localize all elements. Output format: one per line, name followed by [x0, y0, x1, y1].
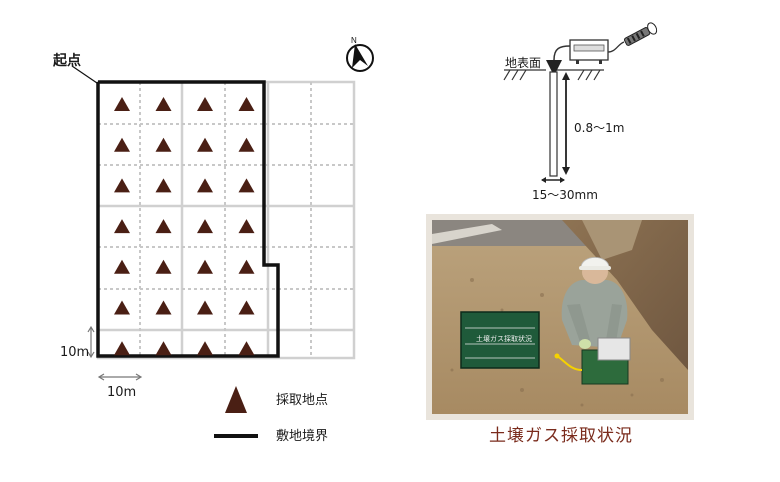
probe-diagram: [503, 22, 658, 183]
sample-point-triangle: [238, 341, 255, 356]
surface-label: 地表面: [505, 56, 542, 70]
photo-sign-text: 土壌ガス採取状況: [476, 334, 532, 343]
sample-point-triangle: [114, 300, 130, 315]
sample-point-triangle: [114, 137, 130, 152]
sample-point-triangle: [197, 259, 213, 274]
sample-point-triangle: [238, 219, 255, 234]
sample-point-triangle: [238, 178, 255, 193]
sample-point-triangle: [197, 219, 213, 234]
sample-point-triangle: [155, 219, 172, 234]
diameter-label: 15～30mm: [532, 188, 598, 202]
horizontal-scale-label: 10m: [107, 385, 137, 400]
grid-dashed: [98, 82, 354, 358]
sample-point-triangle: [197, 178, 213, 193]
sample-point-triangle: [197, 97, 213, 111]
sample-point-triangle: [155, 137, 172, 152]
site-photo-illustration: 土壌ガス採取状況: [432, 220, 688, 414]
start-leader-line: [71, 65, 98, 84]
start-point-label: 起点: [53, 53, 81, 69]
svg-text:N: N: [351, 36, 357, 45]
vertical-scale-arrow: [87, 325, 95, 359]
depth-arrow: [562, 72, 570, 175]
vertical-scale-label: 10m: [60, 345, 90, 360]
sampling-tool: [623, 22, 658, 46]
sample-point-triangle: [238, 300, 255, 315]
ground-surface: [503, 69, 604, 81]
depth-label: 0.8～1m: [574, 121, 625, 135]
sample-point-triangle: [238, 259, 255, 274]
pump-box: [569, 39, 609, 64]
photo-worker: [561, 257, 628, 349]
sample-point-triangle: [155, 341, 172, 356]
legend-sample-point-label: 採取地点: [276, 393, 329, 408]
site-boundary: [96, 80, 280, 358]
sample-point-triangle: [114, 341, 130, 356]
sample-point-triangle: [197, 300, 213, 315]
sample-point-triangle: [197, 137, 213, 152]
sample-point-triangle: [155, 300, 172, 315]
sample-points: [114, 97, 255, 356]
sample-point-triangle: [238, 97, 255, 111]
north-compass-icon: N: [346, 36, 374, 72]
sample-point-triangle: [155, 178, 172, 193]
sample-point-triangle: [114, 219, 130, 234]
sample-point-triangle: [238, 137, 255, 152]
horizontal-scale-arrow: [97, 373, 143, 381]
photo-caption: 土壌ガス採取状況: [489, 426, 633, 446]
probe-tube: [549, 71, 558, 177]
site-photo: 土壌ガス採取状況: [432, 220, 688, 414]
sample-point-triangle: [114, 178, 130, 193]
probe-head: [546, 60, 562, 72]
photo-sign-board: 土壌ガス採取状況: [460, 311, 540, 369]
sample-point-triangle: [197, 341, 213, 356]
sample-point-triangle: [114, 97, 130, 111]
sample-point-triangle: [114, 259, 130, 274]
sample-point-triangle: [155, 97, 172, 111]
diameter-arrow: [541, 177, 565, 183]
legend-boundary-label: 敷地境界: [276, 429, 329, 444]
sample-point-triangle: [155, 259, 172, 274]
legend-triangle-icon: [225, 386, 247, 413]
photo-equipment: [554, 337, 631, 385]
